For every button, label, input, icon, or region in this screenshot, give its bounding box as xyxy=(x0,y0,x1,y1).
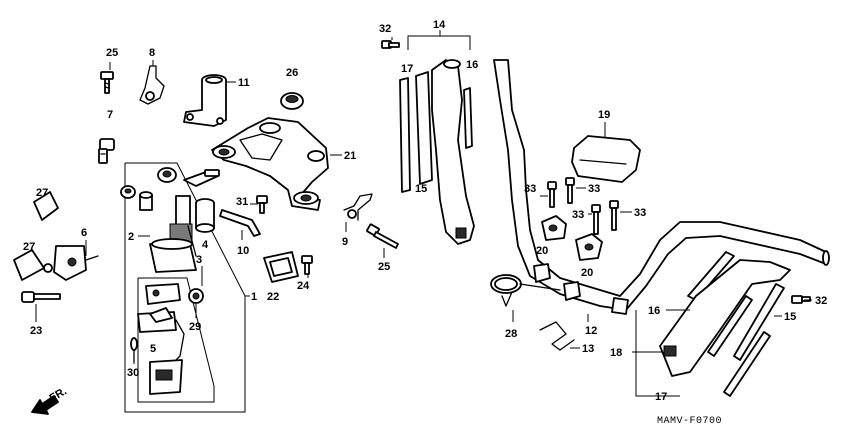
switch-housing-part-6 xyxy=(13,191,99,281)
callout-33-c: 33 xyxy=(572,209,584,221)
callout-27-lower: 27 xyxy=(23,241,35,253)
callout-leaders xyxy=(35,37,812,364)
handlebar-holder-left xyxy=(431,59,475,245)
callout-16-right: 16 xyxy=(648,305,660,317)
bolt-part-25-top xyxy=(100,71,114,94)
grip-pads-right xyxy=(687,251,785,397)
switch-cover-part-11 xyxy=(183,74,227,127)
callout-22: 22 xyxy=(267,291,279,303)
callout-6: 6 xyxy=(81,227,87,239)
ignition-key-part-7 xyxy=(98,138,115,164)
callout-28: 28 xyxy=(505,328,517,340)
callout-27-upper: 27 xyxy=(36,187,48,199)
cover-part-19 xyxy=(571,135,641,183)
bolt-part-31 xyxy=(256,195,268,214)
callout-31: 31 xyxy=(236,196,248,208)
callout-26: 26 xyxy=(286,67,298,79)
upper-holders-part-20 xyxy=(541,215,603,261)
ignition-switch-part-2 xyxy=(149,195,197,273)
band-part-10 xyxy=(219,209,261,237)
callout-32-right: 32 xyxy=(815,295,827,307)
callout-3: 3 xyxy=(196,254,202,266)
callout-29: 29 xyxy=(189,321,201,333)
screw-part-24 xyxy=(301,255,313,275)
callout-25-lower: 25 xyxy=(378,261,390,273)
wire-bracket-part-9 xyxy=(343,193,373,221)
callout-16-left: 16 xyxy=(466,59,478,71)
callout-15-left: 15 xyxy=(415,183,427,195)
bolts-part-33 xyxy=(547,177,619,235)
callout-23: 23 xyxy=(30,325,42,337)
key-switch-assembly-bracket xyxy=(124,162,250,413)
callout-bracket-14 xyxy=(407,30,471,50)
clip-part-22 xyxy=(263,251,299,283)
clip-part-13 xyxy=(539,321,575,351)
callout-32-top: 32 xyxy=(379,23,391,35)
callout-4: 4 xyxy=(202,239,209,251)
callout-5: 5 xyxy=(150,343,156,355)
callout-10: 10 xyxy=(237,245,249,257)
callout-18: 18 xyxy=(610,347,622,359)
callout-1: 1 xyxy=(251,291,257,303)
cylinder-part-4 xyxy=(195,198,215,233)
callout-bracket-right xyxy=(632,309,690,397)
callout-33-a: 33 xyxy=(524,183,536,195)
callout-11: 11 xyxy=(238,77,250,89)
callout-20-lower: 20 xyxy=(581,267,593,279)
callout-labels: 1 2 3 4 5 6 7 8 9 10 11 12 13 14 15 15 1… xyxy=(23,19,827,427)
callout-17-left: 17 xyxy=(401,63,413,75)
callout-2: 2 xyxy=(128,231,134,243)
grommet-small-parts xyxy=(120,167,177,211)
screw-part-23 xyxy=(21,291,61,303)
grommet-part-26 xyxy=(280,92,304,110)
band-part-28 xyxy=(490,274,561,307)
handlebar-pipe xyxy=(493,59,830,315)
wire-clamp-part-8 xyxy=(139,65,165,105)
switch-parts-part-3 xyxy=(130,283,204,395)
callout-13: 13 xyxy=(582,343,594,355)
callout-7: 7 xyxy=(107,109,113,121)
callout-8: 8 xyxy=(149,47,155,59)
callout-21: 21 xyxy=(344,150,356,162)
callout-14: 14 xyxy=(433,19,446,31)
callout-17-right: 17 xyxy=(655,391,667,403)
front-label: FR. xyxy=(48,385,69,404)
callout-24: 24 xyxy=(297,280,310,292)
callout-25-top: 25 xyxy=(106,47,118,59)
callout-15-right: 15 xyxy=(784,311,796,323)
callout-30: 30 xyxy=(127,367,139,379)
callout-20-upper: 20 xyxy=(536,245,548,257)
bolt-part-25-lower xyxy=(366,223,399,249)
callout-33-b: 33 xyxy=(588,183,600,195)
callout-9: 9 xyxy=(342,236,348,248)
grip-pads-left xyxy=(399,71,473,193)
bolt-part-32-top xyxy=(381,40,400,49)
handlebar-holder-right xyxy=(659,259,791,377)
front-direction-arrow xyxy=(31,395,59,415)
key-cylinder xyxy=(183,169,220,187)
callout-12: 12 xyxy=(585,325,597,337)
callout-33-d: 33 xyxy=(634,207,646,219)
bolt-part-32-right xyxy=(791,295,811,304)
diagram-code: MAMV-F0700 xyxy=(657,416,722,427)
callout-19: 19 xyxy=(598,109,610,121)
top-bridge-part-21 xyxy=(211,117,329,211)
